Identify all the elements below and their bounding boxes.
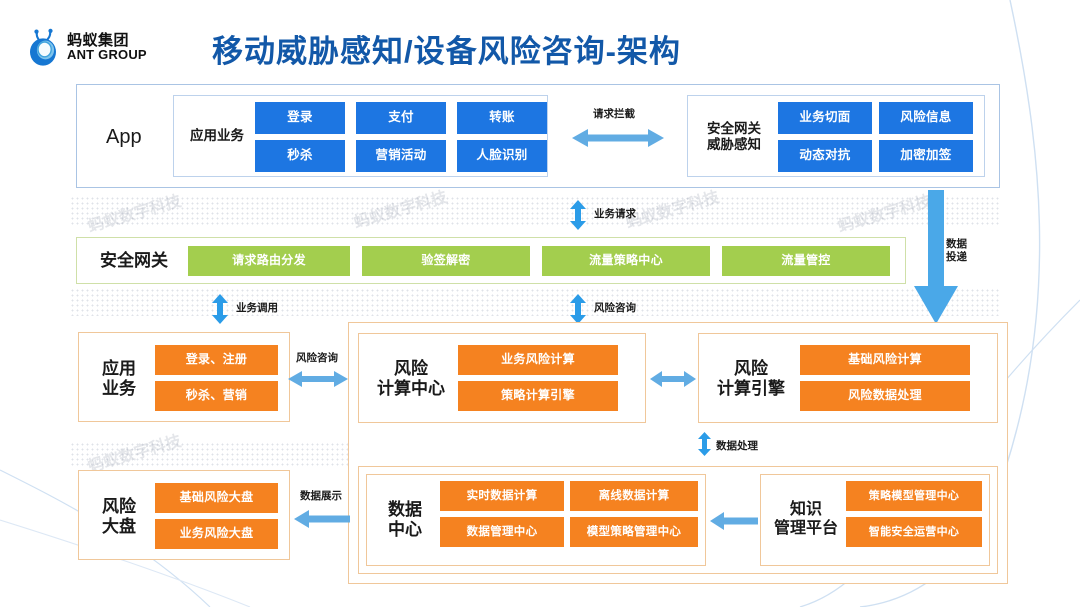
- risk-dashboard-chip-basic[interactable]: 基础风险大盘: [155, 483, 278, 513]
- data-center-chip-offline-compute[interactable]: 离线数据计算: [570, 481, 698, 511]
- arrow-label-business-call: 业务调用: [236, 302, 278, 314]
- arrow-label-risk-consult-mid: 风险咨询: [594, 302, 636, 314]
- arrow-label-risk-consult-left: 风险咨询: [296, 352, 338, 364]
- arrow-risk-consult-left: [288, 368, 348, 395]
- app-chip-seckill[interactable]: 秒杀: [255, 140, 345, 172]
- gateway-chip-traffic-policy-center[interactable]: 流量策略中心: [542, 246, 710, 276]
- risk-center-chip-policy-engine[interactable]: 策略计算引擎: [458, 381, 618, 411]
- data-center-label: 数据 中心: [374, 499, 436, 541]
- gateway-layer-label: 安全网关: [100, 250, 168, 270]
- arrow-label-data-process: 数据处理: [716, 440, 758, 452]
- arrow-data-process: [697, 432, 712, 461]
- arrow-label-data-display: 数据展示: [300, 490, 342, 502]
- app-business-left-label: 应用 业务: [88, 358, 150, 400]
- app-layer-label: App: [106, 126, 142, 148]
- arrow-label-data-delivery: 数据 投递: [946, 238, 967, 264]
- risk-compute-engine-label-line2: 计算引擎: [717, 379, 785, 398]
- knowledge-platform-label-line1: 知识: [789, 501, 822, 519]
- risk-engine-chip-basic-risk-compute[interactable]: 基础风险计算: [800, 345, 970, 375]
- app-left-chip-seckill-marketing[interactable]: 秒杀、营销: [155, 381, 278, 411]
- ant-logo-icon: [26, 28, 60, 66]
- risk-dashboard-chip-business[interactable]: 业务风险大盘: [155, 519, 278, 549]
- arrow-business-request: [568, 200, 588, 235]
- gateway-chip-risk-info[interactable]: 风险信息: [879, 102, 973, 134]
- app-chip-transfer[interactable]: 转账: [457, 102, 547, 134]
- risk-compute-center-label-line1: 风险: [394, 358, 428, 378]
- knowledge-platform-label: 知识 管理平台: [766, 499, 846, 541]
- gateway-chip-business-aspect[interactable]: 业务切面: [778, 102, 872, 134]
- arrow-data-display: [294, 508, 350, 535]
- risk-dashboard-label-line2: 大盘: [102, 517, 136, 536]
- arrow-label-request-intercept: 请求拦截: [593, 108, 635, 120]
- data-center-label-line1: 数据: [388, 499, 422, 519]
- brand-name-en: ANT GROUP: [67, 47, 147, 63]
- risk-compute-engine-label: 风险 计算引擎: [706, 358, 796, 400]
- arrow-label-data-delivery-line1: 数据: [946, 238, 967, 250]
- arrow-business-call: [210, 294, 230, 329]
- risk-dashboard-label: 风险 大盘: [88, 496, 150, 538]
- security-gateway-threat-label-line1: 安全网关: [707, 121, 761, 137]
- risk-compute-center-label: 风险 计算中心: [366, 358, 456, 400]
- data-center-chip-model-policy-management[interactable]: 模型策略管理中心: [570, 517, 698, 547]
- brand-logo: 蚂蚁集团 ANT GROUP: [26, 22, 176, 72]
- risk-engine-chip-risk-data-process[interactable]: 风险数据处理: [800, 381, 970, 411]
- security-gateway-threat-label-line2: 威胁感知: [707, 137, 761, 152]
- app-business-label: 应用业务: [190, 128, 244, 144]
- app-chip-login[interactable]: 登录: [255, 102, 345, 134]
- knowledge-platform-label-line2: 管理平台: [773, 520, 838, 537]
- risk-dashboard-label-line1: 风险: [102, 496, 136, 516]
- gateway-chip-request-routing[interactable]: 请求路由分发: [188, 246, 350, 276]
- arrow-risk-consult-mid: [568, 294, 588, 329]
- data-center-chip-realtime-compute[interactable]: 实时数据计算: [440, 481, 564, 511]
- texture-band-top: [70, 196, 1000, 226]
- app-chip-face-recognition[interactable]: 人脸识别: [457, 140, 547, 172]
- arrow-knowledge-to-data: [710, 510, 758, 537]
- knowledge-chip-policy-model-center[interactable]: 策略模型管理中心: [846, 481, 982, 511]
- gateway-chip-encrypt-sign[interactable]: 加密加签: [879, 140, 973, 172]
- knowledge-chip-intelligent-security-ops[interactable]: 智能安全运营中心: [846, 517, 982, 547]
- app-chip-marketing[interactable]: 营销活动: [356, 140, 446, 172]
- data-center-chip-data-management[interactable]: 数据管理中心: [440, 517, 564, 547]
- arrow-label-data-delivery-line2: 投递: [946, 251, 967, 264]
- brand-name-cn: 蚂蚁集团: [67, 31, 130, 49]
- gateway-chip-traffic-control[interactable]: 流量管控: [722, 246, 890, 276]
- arrow-request-intercept: [572, 126, 664, 155]
- gateway-chip-dynamic-defense[interactable]: 动态对抗: [778, 140, 872, 172]
- arrow-label-business-request: 业务请求: [594, 208, 636, 220]
- app-chip-pay[interactable]: 支付: [356, 102, 446, 134]
- page-title: 移动威胁感知/设备风险咨询-架构: [212, 34, 681, 69]
- data-center-label-line2: 中心: [388, 520, 422, 539]
- risk-compute-engine-label-line1: 风险: [734, 358, 768, 378]
- app-business-left-label-line2: 业务: [102, 379, 136, 398]
- risk-compute-center-label-line2: 计算中心: [377, 379, 445, 398]
- risk-center-chip-business-risk-compute[interactable]: 业务风险计算: [458, 345, 618, 375]
- security-gateway-threat-label: 安全网关 威胁感知: [694, 118, 774, 156]
- app-left-chip-login-register[interactable]: 登录、注册: [155, 345, 278, 375]
- app-business-left-label-line1: 应用: [102, 358, 136, 378]
- arrow-center-to-engine: [650, 368, 696, 395]
- gateway-chip-signature-decrypt[interactable]: 验签解密: [362, 246, 530, 276]
